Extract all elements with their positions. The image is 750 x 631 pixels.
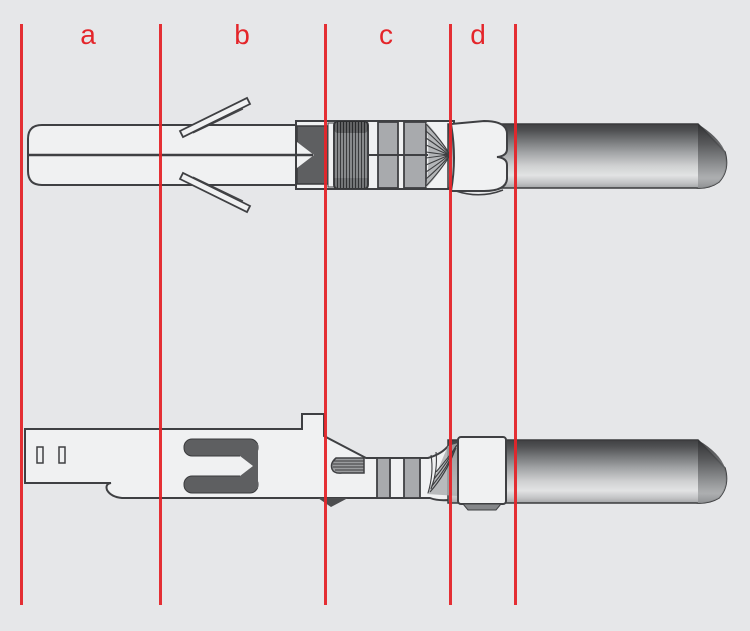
wire-strand-fan xyxy=(425,122,450,188)
zone-boundary-line-3 xyxy=(324,24,327,605)
insulation-crimp-top xyxy=(449,119,508,196)
insulation-crimp-bottom xyxy=(457,436,507,511)
crimp-band xyxy=(376,457,391,499)
zone-label-d: d xyxy=(470,19,486,50)
tab-blade-body xyxy=(24,413,450,502)
blade-hole xyxy=(58,446,66,464)
receptacle-terminal-drawing xyxy=(27,96,728,214)
zone-label-b: b xyxy=(234,19,250,50)
wire-bottom xyxy=(447,439,728,504)
spring-lance-bottom xyxy=(178,171,252,214)
zone-boundary-line-1 xyxy=(20,24,23,605)
zone-boundary-line-5 xyxy=(514,24,517,605)
serrated-tab xyxy=(330,457,365,474)
tab-terminal-drawing xyxy=(24,413,728,511)
zone-boundary-line-4 xyxy=(449,24,452,605)
locking-slot xyxy=(183,438,259,494)
spring-lance-top xyxy=(178,96,252,139)
zone-boundary-line-2 xyxy=(159,24,162,605)
crimp-band xyxy=(403,457,421,499)
wire-top xyxy=(447,123,728,189)
wire-barrel-crimp xyxy=(333,120,369,190)
zone-label-c: c xyxy=(379,19,393,50)
under-wedge xyxy=(318,498,348,507)
zone-label-a: a xyxy=(80,19,96,50)
blade-hole xyxy=(36,446,44,464)
